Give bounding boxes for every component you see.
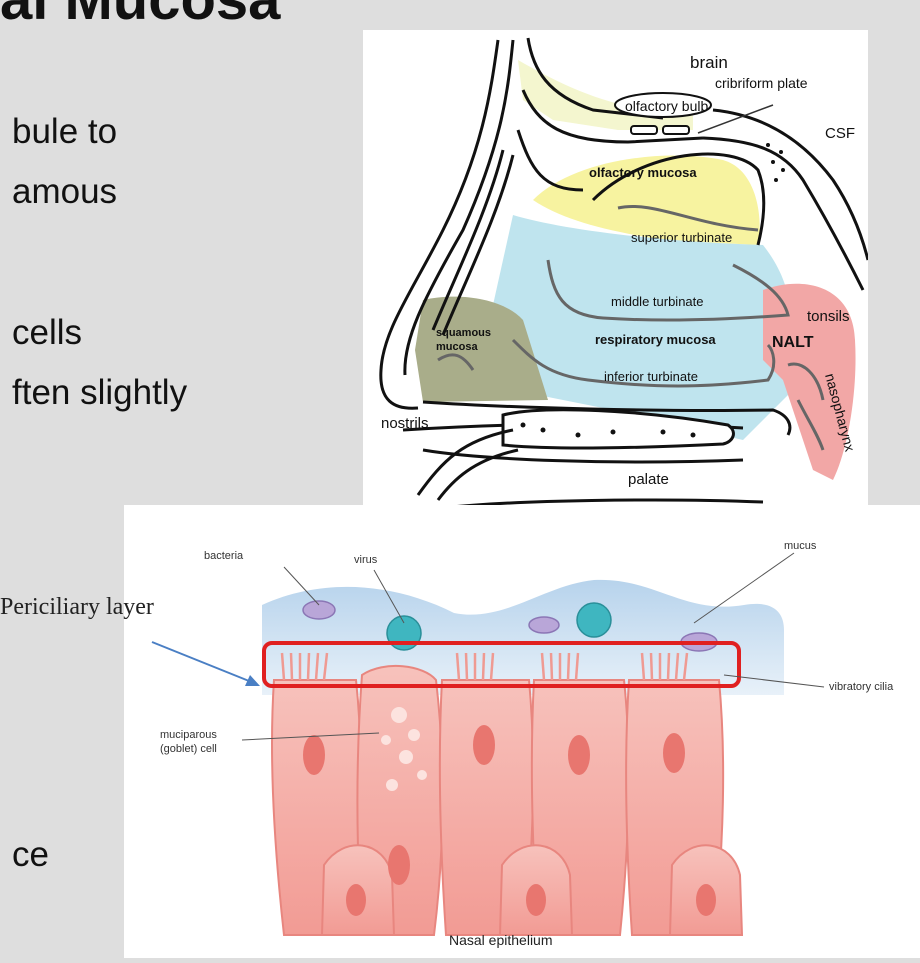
label-csf: CSF [825, 125, 855, 142]
label-palate: palate [628, 471, 669, 488]
nasal-cavity-diagram: brain cribriform plate olfactory bulb CS… [363, 30, 868, 512]
label-olfactory-mucosa: olfactory mucosa [589, 165, 697, 180]
label-cribriform-plate: cribriform plate [715, 75, 808, 91]
label-inferior-turbinate: inferior turbinate [604, 369, 698, 384]
label-nostrils: nostrils [381, 415, 429, 432]
label-tonsils: tonsils [807, 308, 850, 325]
label-mucus: mucus [784, 540, 817, 552]
label-superior-turbinate: superior turbinate [631, 230, 732, 245]
slide-title: al Mucosa [0, 0, 280, 33]
label-mucosa: mucosa [436, 341, 478, 353]
label-vibratory-cilia: vibratory cilia [829, 681, 894, 693]
label-goblet-2: (goblet) cell [160, 743, 217, 755]
label-brain: brain [690, 53, 728, 72]
label-middle-turbinate: middle turbinate [611, 294, 704, 309]
periciliary-annotation: Periciliary layer [0, 594, 154, 621]
bullet-line-4: ften slightly [12, 373, 187, 413]
label-olfactory-bulb: olfactory bulb [625, 98, 708, 114]
label-nalt: NALT [772, 334, 814, 351]
label-virus: virus [354, 554, 378, 566]
label-squamous: squamous [436, 327, 491, 339]
nasal-epithelium-diagram: bacteria virus mucus vibratory cilia muc… [124, 505, 920, 958]
bullet-line-3: cells [12, 313, 82, 353]
bullet-line-5: ce [12, 835, 49, 875]
label-respiratory-mucosa: respiratory mucosa [595, 332, 716, 347]
label-bacteria: bacteria [204, 550, 244, 562]
caption: Nasal epithelium [449, 932, 553, 948]
bullet-line-2: amous [12, 172, 117, 212]
bullet-line-1: bule to [12, 112, 117, 152]
label-goblet-1: muciparous [160, 729, 217, 741]
epithelial-cells [272, 666, 742, 935]
